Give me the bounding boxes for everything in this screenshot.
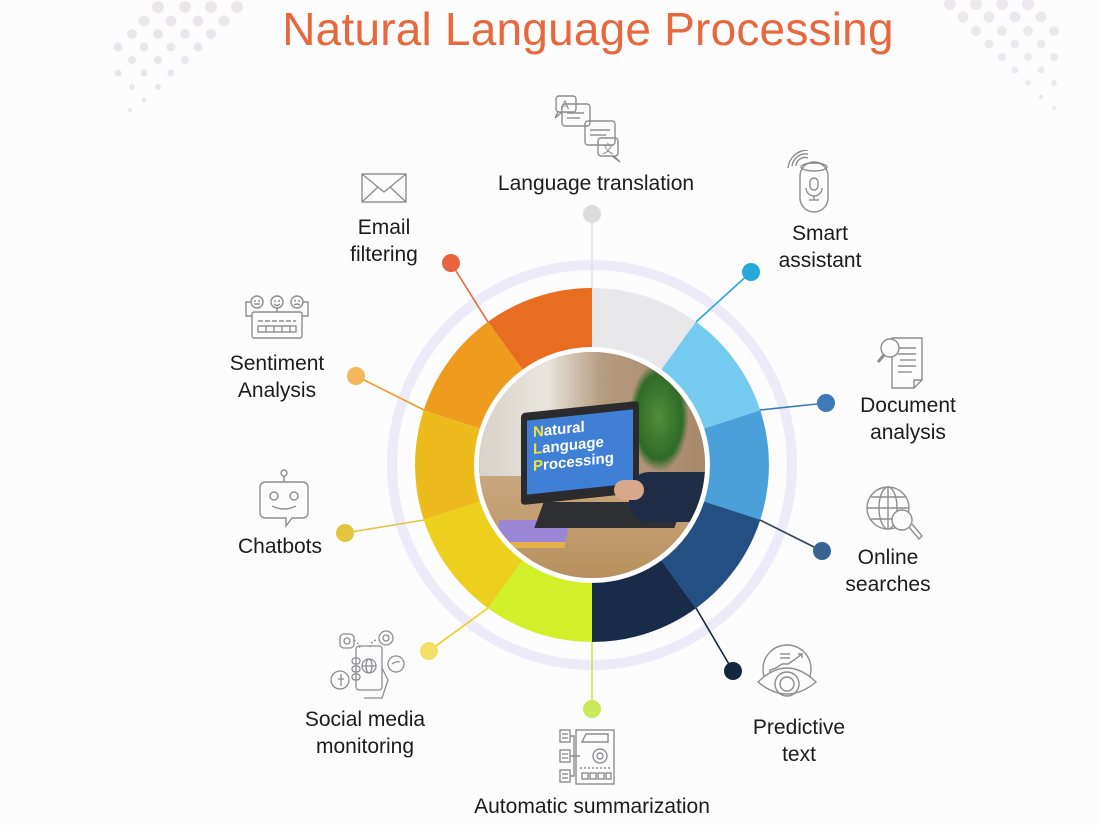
label-automatic-summarization: Automatic summarization (474, 795, 710, 818)
segment-predictive-text (592, 560, 696, 642)
chatbot-icon (259, 469, 309, 529)
dot-language-translation (583, 205, 601, 223)
dot-predictive-text (724, 662, 742, 680)
svg-text:A: A (561, 98, 569, 112)
photo-plant (629, 362, 689, 472)
label-smart-assistant-line1: Smart (791, 222, 848, 245)
sentiment-icon (245, 295, 309, 339)
decorative-dot-pattern-left (113, 1, 243, 112)
label-email-line2: filtering (350, 243, 418, 266)
label-smart-assistant: Smart assistant (770, 220, 870, 274)
label-social-media-line1: Social media (304, 708, 426, 731)
leader-line-document-analysis (759, 402, 827, 411)
label-email-filtering: Email filtering (334, 214, 434, 268)
segment-email (488, 288, 592, 370)
leader-line-sentiment (355, 375, 425, 411)
label-predictive-text: Predictive text (744, 714, 854, 768)
leader-line-predictive-text (695, 607, 734, 672)
decorative-dot-pattern-right (944, 0, 1059, 110)
segment-smart-assistant (661, 321, 761, 429)
leader-line-smart-assistant (695, 271, 752, 323)
dot-automatic-summarization (583, 700, 601, 718)
label-sentiment-analysis: Sentiment Analysis (218, 350, 336, 404)
segment-automatic-summarization (488, 560, 592, 642)
dot-email (442, 254, 460, 272)
label-smart-assistant-line2: assistant (778, 249, 862, 272)
leader-line-social-media (428, 607, 489, 652)
highlight-n: N (533, 422, 544, 441)
label-predictive-text-line1: Predictive (752, 716, 846, 739)
center-laptop-photo: Natural Language Processing (475, 348, 709, 582)
dot-chatbots (336, 524, 354, 542)
label-chatbots: Chatbots (237, 535, 323, 558)
dot-social-media (420, 642, 438, 660)
leader-line-online-searches (759, 519, 823, 552)
label-predictive-text-line2: text (782, 743, 816, 766)
label-online-searches-line2: searches (845, 573, 931, 596)
label-social-media-monitoring: Social media monitoring (294, 706, 436, 760)
segment-online-searches (661, 501, 761, 609)
label-sentiment-line2: Analysis (237, 379, 317, 402)
segment-language-translation (592, 288, 696, 370)
segment-sentiment (423, 321, 523, 429)
social-phone-icon (330, 630, 405, 699)
leader-line-email (450, 262, 489, 323)
globe-search-icon (866, 486, 923, 541)
highlight-p: P (533, 456, 544, 475)
label-email-line1: Email (357, 216, 411, 239)
document-search-icon (876, 337, 923, 389)
label-document-analysis: Document analysis (848, 392, 968, 446)
label-document-analysis-line2: analysis (870, 421, 946, 444)
page-title: Natural Language Processing (282, 3, 894, 55)
label-online-searches: Online searches (836, 544, 940, 598)
summary-board-icon (559, 729, 615, 785)
dot-online-searches (813, 542, 831, 560)
segment-chatbots (415, 410, 480, 520)
dot-sentiment (347, 367, 365, 385)
label-online-searches-line1: Online (857, 546, 919, 569)
photo-arm (629, 472, 705, 522)
label-document-analysis-line1: Document (860, 394, 956, 417)
leader-line-chatbots (344, 519, 425, 534)
photo-hand (614, 480, 644, 500)
svg-text:文: 文 (602, 141, 614, 156)
envelope-icon (361, 173, 407, 203)
eye-chart-icon (756, 644, 818, 697)
label-social-media-line2: monitoring (315, 735, 415, 758)
segment-document-analysis (704, 410, 769, 520)
highlight-l: L (533, 439, 543, 458)
dot-smart-assistant (742, 263, 760, 281)
label-language-translation: Language translation (497, 172, 695, 195)
smart-speaker-icon (787, 150, 829, 213)
translation-icon: A 文 (554, 95, 621, 163)
label-sentiment-line1: Sentiment (229, 352, 325, 375)
segment-social-media (423, 501, 523, 609)
ring-segments (415, 288, 769, 642)
dot-document-analysis (817, 394, 835, 412)
